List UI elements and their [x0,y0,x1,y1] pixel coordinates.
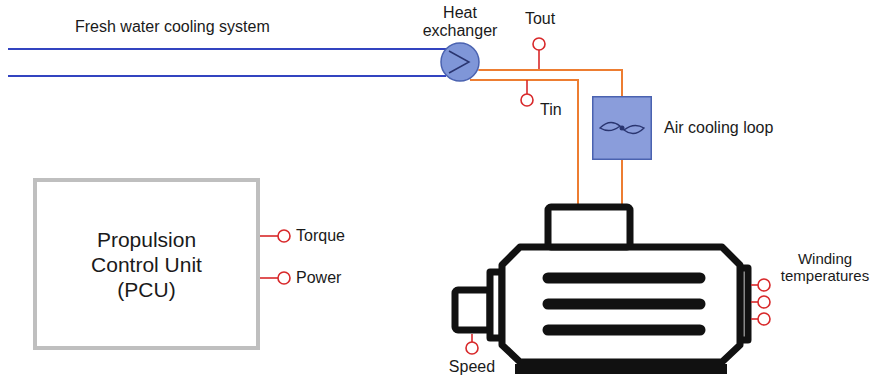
sensor-stem [260,235,278,237]
fan-hub [620,126,625,131]
pipe-line [8,75,446,77]
sensor-point [466,342,478,354]
motor-body [502,247,740,362]
unit-name: Propulsion Control Unit (PCU) [72,227,222,302]
signal-name: Tout [525,10,555,28]
signal-name: Power [296,269,341,287]
signal-name: Speed [449,358,495,376]
fresh-water-pipes [8,49,446,76]
sensor-point [278,230,290,242]
air-box-fill [593,97,652,160]
motor-rib [548,273,700,284]
sensor-stem [751,318,758,320]
signal-name: Tin [540,101,562,119]
part-name: Air cooling loop [664,119,773,137]
heat-exchanger: Heat exchanger [440,42,480,82]
sensor-stem [526,80,528,94]
sensor-point [278,272,290,284]
heat-exchanger-symbol [440,42,480,82]
sensor-stem [751,301,758,303]
sensor-point [758,296,770,308]
signal-name: Winding temperatures [778,250,872,284]
electric-motor [455,207,748,374]
part-name: Heat exchanger [415,4,505,40]
sensor-point [758,313,770,325]
coolant-pipe [478,70,622,96]
sensors [260,38,770,354]
sensor-stem [751,284,758,286]
fan-blades [600,122,644,133]
sensor-point [521,94,533,106]
motor-ribs [548,278,700,330]
sensor-stem [260,277,278,279]
pipe-line [8,48,446,50]
heat-exchanger-circle [441,43,479,81]
system-name: Fresh water cooling system [75,18,270,36]
motor-rib [548,325,700,336]
signal-name: Torque [296,227,345,245]
terminal-box [548,207,630,247]
fan-box [592,96,652,160]
coolant-pipe [470,80,578,207]
sensor-stem [471,334,473,342]
coolant-pipe [621,160,623,207]
exchange-chevron [449,51,469,73]
control-unit-box: Propulsion Control Unit (PCU) [33,178,260,350]
motor-feet [515,364,727,374]
sensor-stem [538,50,540,70]
sensor-point [533,38,545,50]
sensor-point [758,279,770,291]
air-cooling-box: Air cooling loop [592,96,652,160]
motor-rib [548,299,700,310]
motor-shaft [455,290,490,330]
